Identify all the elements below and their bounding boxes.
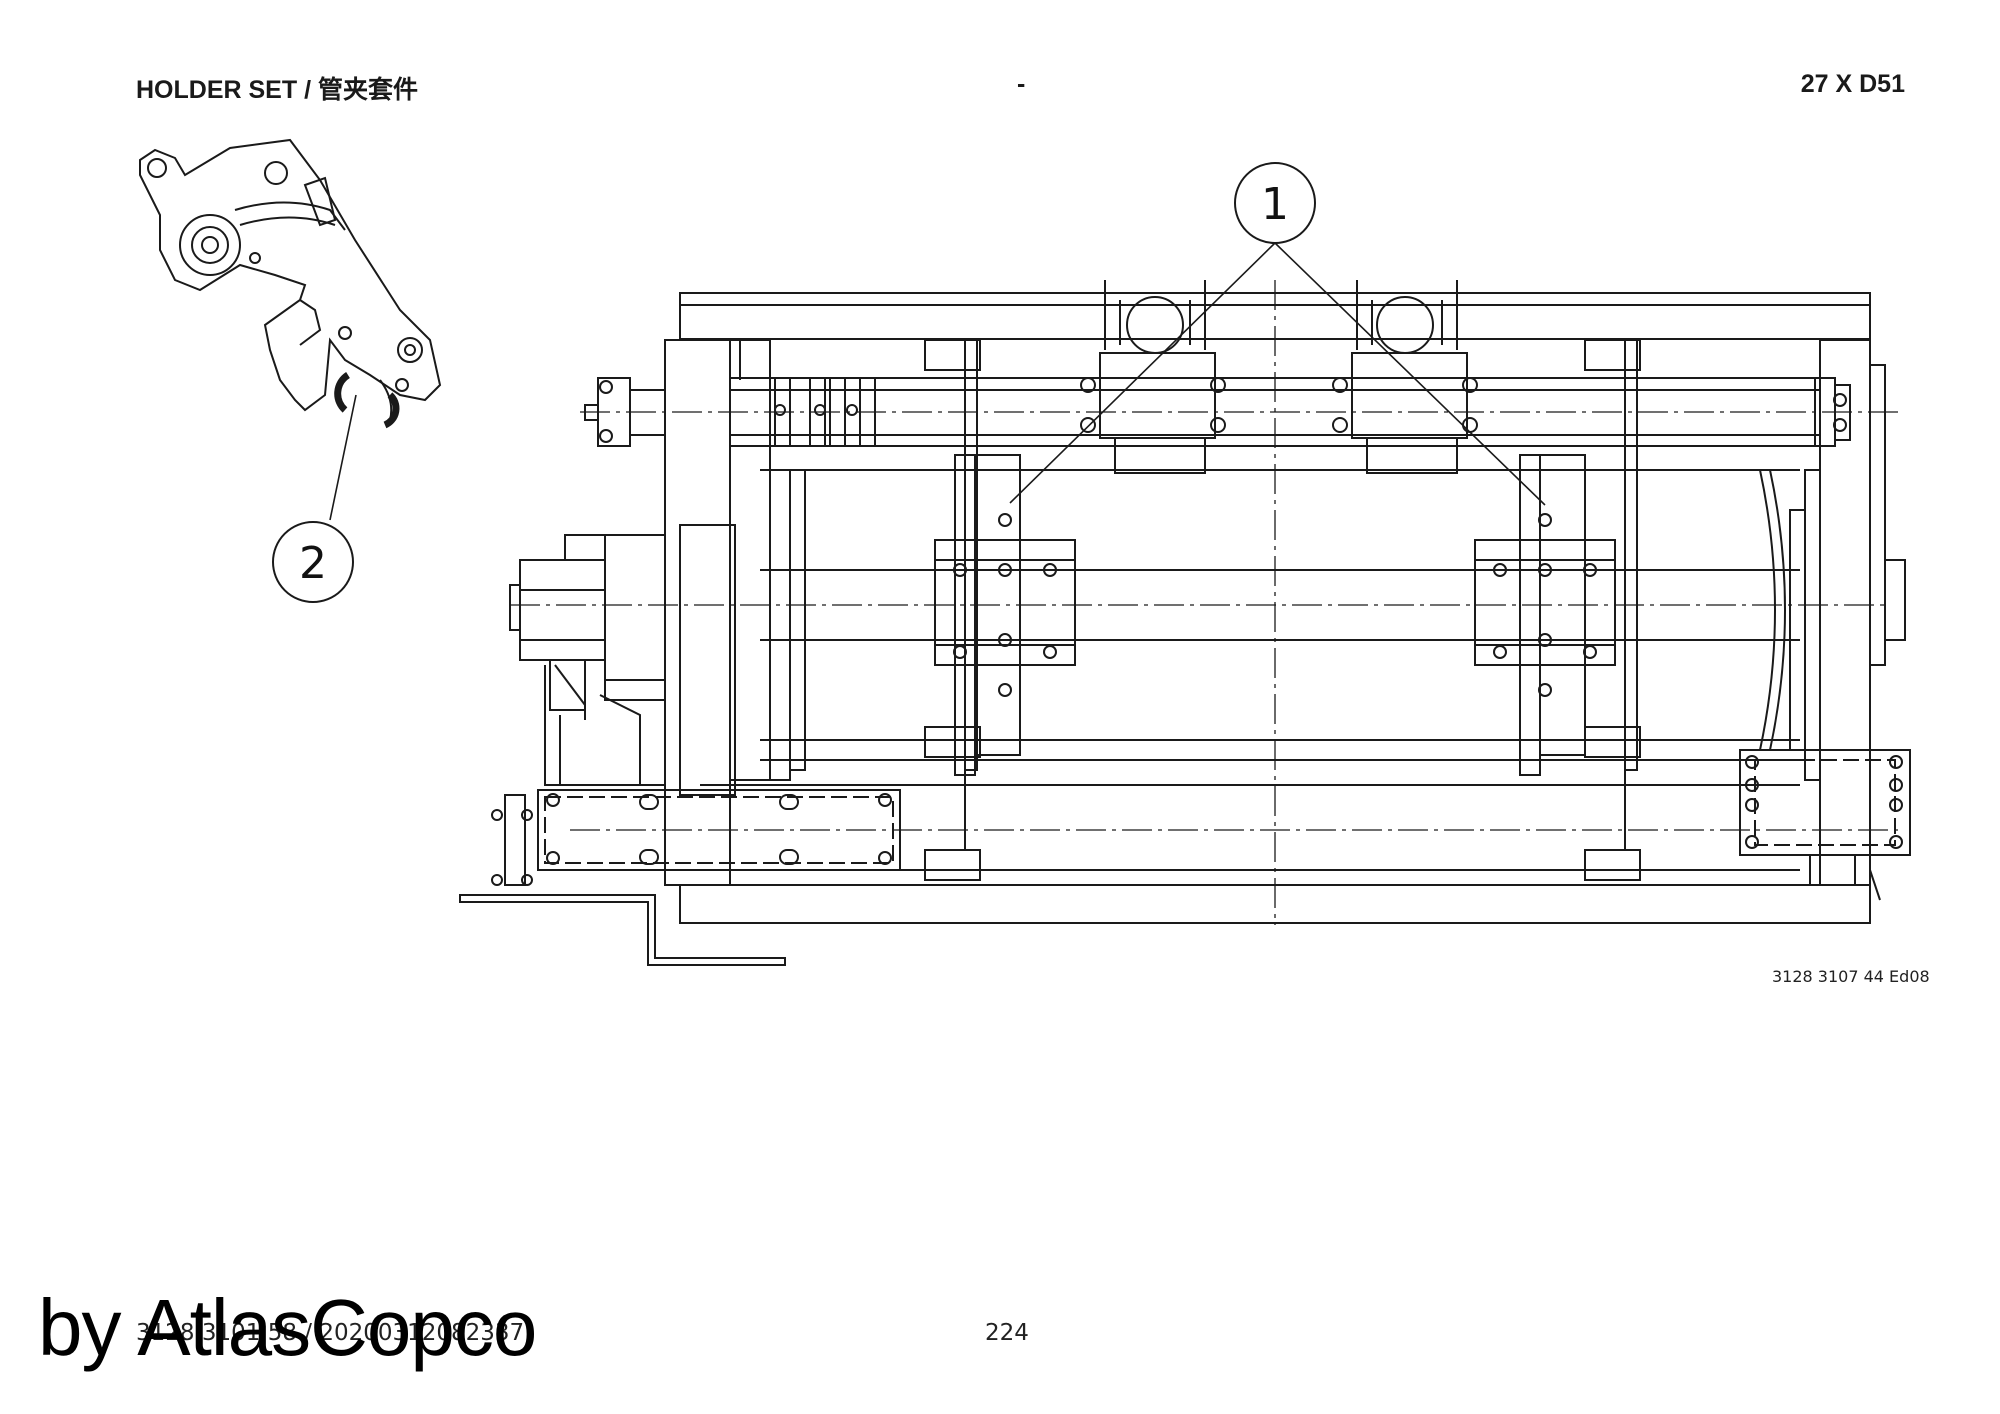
drawing-number: 3128 3107 44 Ed08: [1772, 967, 1930, 986]
callout-1-label: 1: [1261, 179, 1289, 230]
callout-2-label: 2: [299, 538, 327, 589]
header-separator: -: [1017, 70, 1026, 98]
page-number: 224: [985, 1320, 1029, 1346]
model-code: 27 X D51: [1800, 70, 1905, 98]
footer-document-code: 3128 3101 58 / 20200312082337: [136, 1320, 525, 1346]
page-title: HOLDER SET / 管夹套件: [136, 76, 418, 104]
holder-detail-inset: [139, 138, 442, 421]
callout-2-circle: [272, 521, 354, 603]
watermark-text: by AtlasCopco: [38, 1283, 537, 1372]
main-assembly: [459, 280, 1911, 966]
